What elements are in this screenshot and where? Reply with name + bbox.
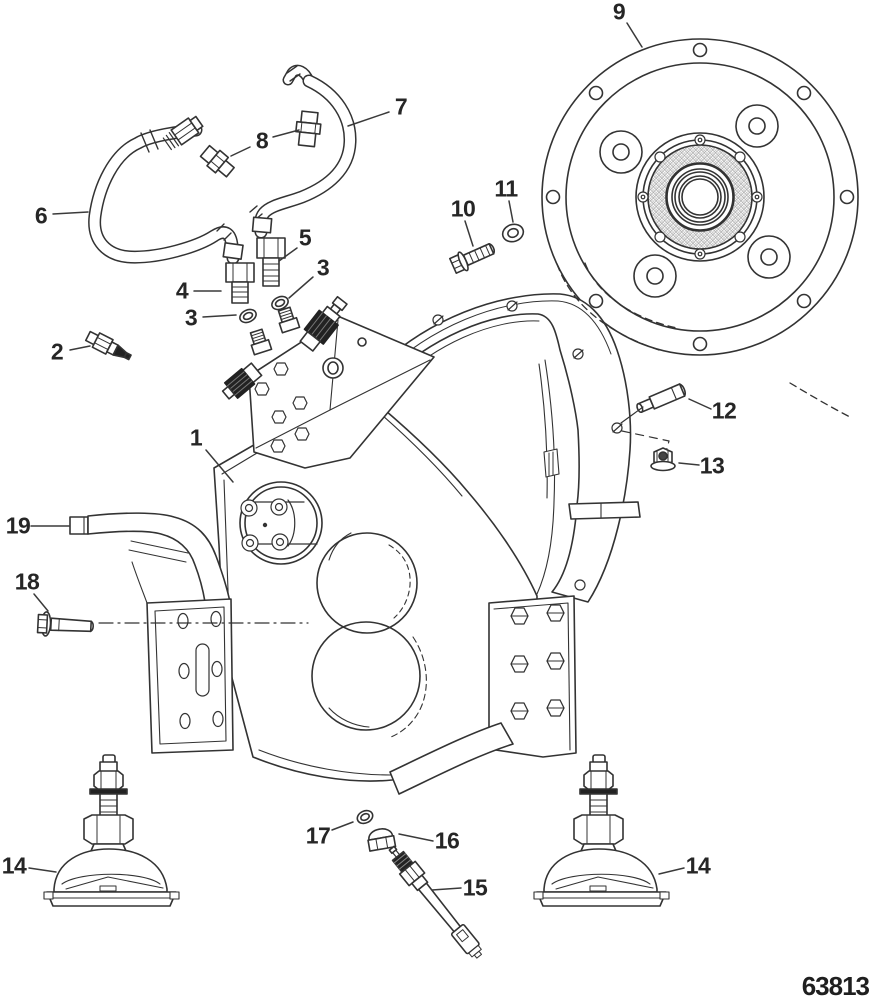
part-11-washer <box>501 223 525 243</box>
leader-line-15 <box>431 887 462 891</box>
housing-mount-plate-right <box>389 595 577 795</box>
part-9-flywheel <box>541 38 859 356</box>
leader-lines <box>28 22 712 891</box>
part-5-fitting <box>256 237 286 287</box>
part-7-hose <box>249 64 357 239</box>
output-coupling-port <box>239 481 323 565</box>
part-14-mount-right <box>533 754 670 907</box>
leader-line-12 <box>688 398 712 410</box>
shift-valve-manifold <box>221 295 435 469</box>
leader-line-14-right <box>658 867 685 875</box>
leader-line-14-left <box>28 867 57 873</box>
part-2-sender <box>84 330 132 361</box>
flywheel-pilot-holes <box>599 104 791 298</box>
part-6-hose <box>88 115 244 265</box>
manifold-fitting-knurled <box>221 362 263 400</box>
leader-line-8 <box>272 129 300 138</box>
part-1-transmission-housing <box>213 385 538 782</box>
housing-openings <box>311 532 427 738</box>
leader-line-10 <box>464 220 474 247</box>
leader-line-6 <box>52 211 89 215</box>
leader-line-17 <box>331 821 354 831</box>
part-16-plug <box>367 828 397 852</box>
leader-line-3-upper <box>288 276 314 299</box>
leader-line-16 <box>398 833 434 842</box>
part-15-sensor <box>388 845 483 959</box>
part-8-connector-left <box>199 144 235 178</box>
leader-line-1 <box>205 449 234 483</box>
hose6-end-fitting <box>162 115 204 151</box>
hidden-flywheel-edge <box>556 262 853 419</box>
part-4-fitting <box>225 262 255 304</box>
part-13-nut <box>650 447 676 472</box>
leader-line-8 <box>230 146 251 157</box>
part-17-oring <box>356 809 374 825</box>
part-19-bracket <box>69 512 234 754</box>
part-3-oring-upper <box>271 295 289 311</box>
leader-line-2 <box>69 345 91 351</box>
leader-line-11 <box>508 200 514 223</box>
leader-line-7 <box>347 111 390 127</box>
bell-housing-ring <box>362 262 853 603</box>
part-14-mount-left <box>43 754 180 907</box>
leader-line-3-lower <box>202 314 237 318</box>
leader-line-9 <box>626 22 643 48</box>
leader-line-18 <box>33 593 49 612</box>
part-10-bolt <box>448 242 495 274</box>
part-3-oring-lower <box>239 308 257 324</box>
part-8-connector-right <box>295 110 322 148</box>
part-12-pin <box>620 383 686 453</box>
leader-line-5 <box>278 247 298 262</box>
leader-line-13 <box>678 462 700 466</box>
manifold-valve-knurled <box>299 295 348 352</box>
flywheel-hub <box>635 132 765 262</box>
part-18-bolt <box>36 611 309 637</box>
drawing-number: 63813 <box>801 971 870 1001</box>
